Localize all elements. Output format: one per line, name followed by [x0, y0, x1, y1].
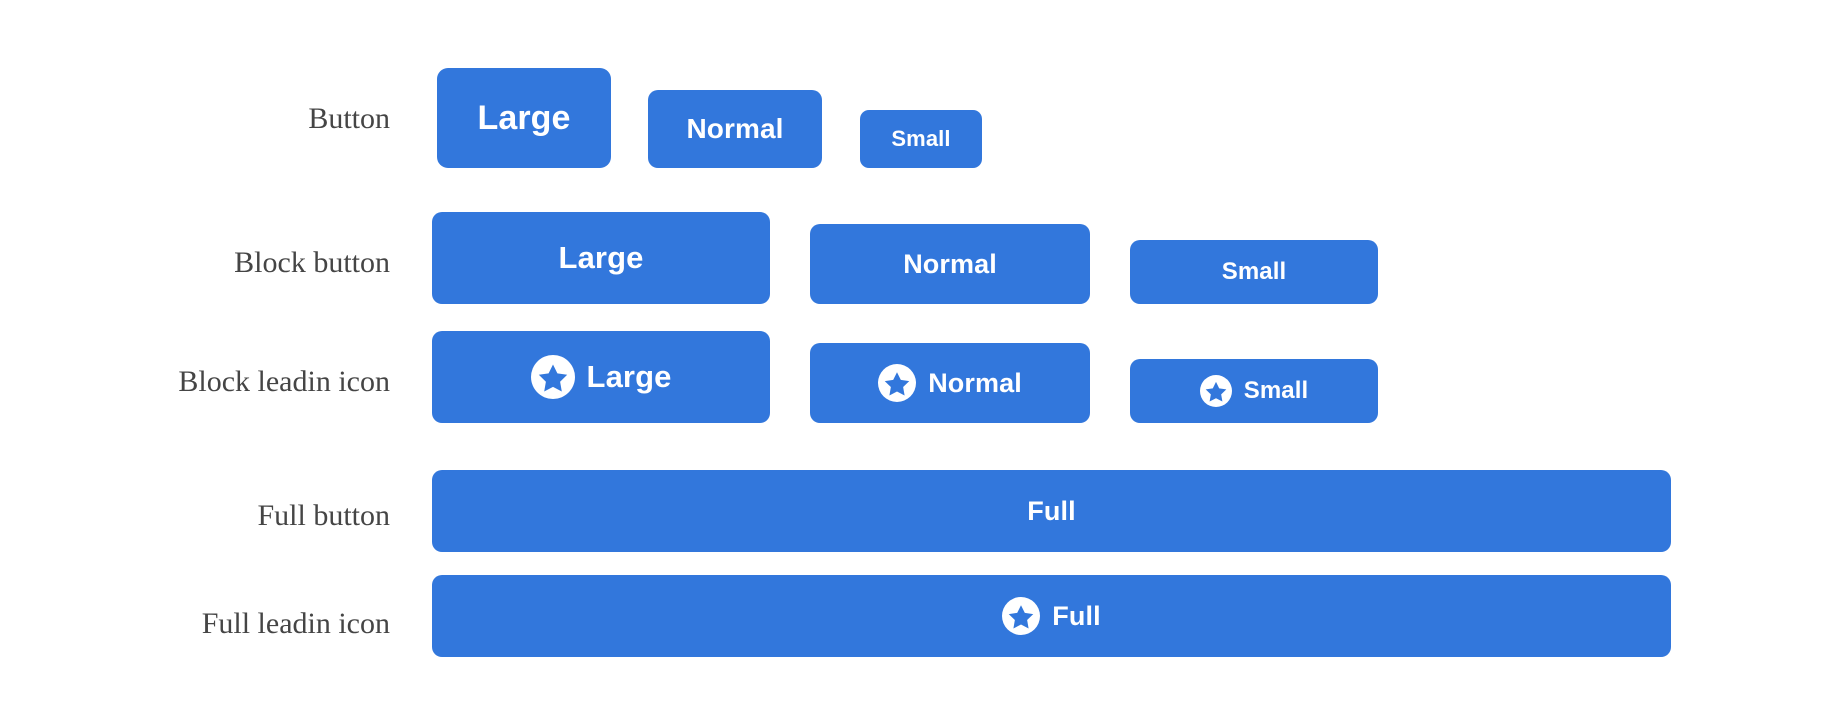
row-label-full-button: Full button	[257, 499, 390, 532]
button-large-content: Large	[477, 99, 570, 138]
button-normal-label: Normal	[686, 113, 784, 144]
full-button[interactable]: Full	[432, 470, 1671, 559]
row-label-block-leadin-icon: Block leadin icon	[178, 365, 390, 398]
star-icon	[530, 355, 575, 399]
block-leadin-button-small[interactable]: Small	[1130, 359, 1378, 430]
block-button-small[interactable]: Small	[1130, 240, 1378, 311]
full-leadin-button-content: Full	[1002, 597, 1101, 635]
block-button-large-label: Large	[558, 240, 644, 275]
block-leadin-button-small-content: Small	[1199, 375, 1309, 407]
star-icon	[1002, 597, 1041, 635]
block-button-small-label: Small	[1221, 258, 1287, 285]
block-button-normal[interactable]: Normal	[810, 224, 1090, 311]
block-button-small-content: Small	[1222, 258, 1287, 286]
button-normal-content: Normal	[686, 113, 783, 145]
star-icon	[1199, 375, 1232, 407]
block-leadin-button-normal-label: Normal	[928, 367, 1022, 398]
row-label-full-leadin-icon: Full leadin icon	[201, 607, 390, 640]
button-large-label: Large	[477, 98, 571, 137]
full-button-content: Full	[1027, 496, 1075, 527]
button-normal[interactable]: Normal	[648, 90, 822, 175]
button-large[interactable]: Large	[437, 68, 611, 175]
block-button-normal-content: Normal	[903, 249, 997, 280]
full-leadin-button[interactable]: Full	[432, 575, 1671, 664]
button-small[interactable]: Small	[860, 110, 982, 175]
block-button-large[interactable]: Large	[432, 212, 770, 311]
full-leadin-button-label: Full	[1052, 600, 1101, 631]
star-icon	[878, 364, 917, 402]
block-leadin-button-small-label: Small	[1243, 377, 1309, 404]
button-small-content: Small	[891, 126, 950, 152]
block-leadin-button-normal-content: Normal	[878, 364, 1022, 402]
button-small-label: Small	[891, 126, 951, 151]
row-label-button: Button	[308, 102, 390, 135]
block-leadin-button-large-content: Large	[530, 355, 672, 399]
full-button-label: Full	[1027, 495, 1076, 526]
row-label-block-button: Block button	[234, 246, 390, 279]
block-button-large-content: Large	[559, 240, 644, 276]
block-leadin-button-normal[interactable]: Normal	[810, 343, 1090, 430]
block-leadin-button-large-label: Large	[586, 359, 672, 394]
block-button-normal-label: Normal	[903, 248, 997, 279]
block-leadin-button-large[interactable]: Large	[432, 331, 770, 430]
